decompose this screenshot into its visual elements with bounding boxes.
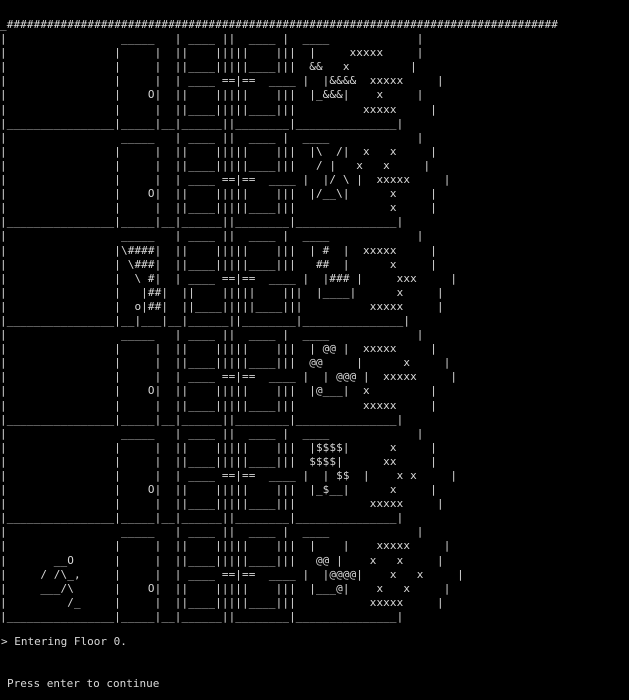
- status-line: > Entering Floor 0.: [1, 635, 127, 648]
- building-ascii-art: _#######################################…: [0, 18, 558, 623]
- continue-prompt[interactable]: Press enter to continue: [7, 677, 160, 690]
